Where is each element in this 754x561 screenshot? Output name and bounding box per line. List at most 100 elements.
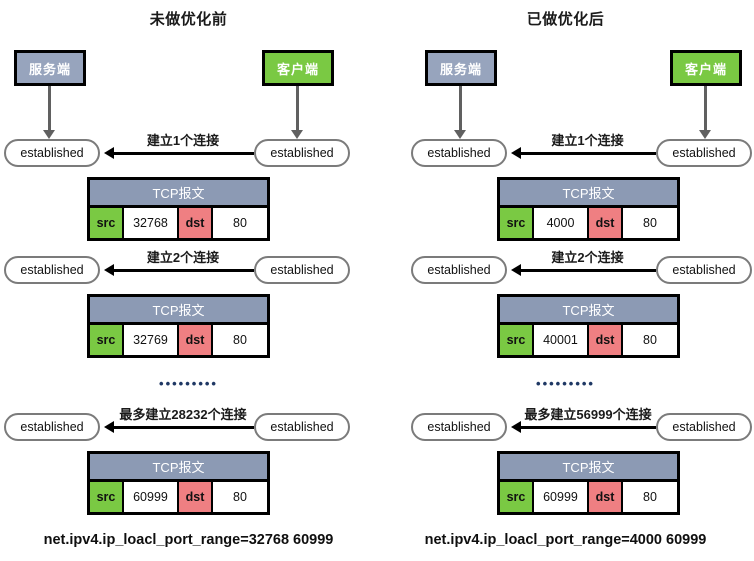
panel-title-before: 未做优化前 (149, 11, 228, 28)
connection-arrow-line-row3-before (112, 426, 254, 429)
src-port-cell: 4000 (534, 208, 589, 238)
dst-label-cell: dst (589, 208, 623, 238)
state-node-label: established (20, 420, 84, 434)
state-node-label: established (672, 263, 736, 277)
tcp-packet-header: TCP报文 (500, 454, 677, 482)
server-box-label: 服务端 (439, 61, 482, 77)
panel-before-optimization: 未做优化前 服务端 客户端 established established 建立… (4, 11, 350, 548)
state-node-label: established (427, 263, 491, 277)
state-node-label: established (20, 146, 84, 160)
tcp-packet-header: TCP报文 (90, 180, 267, 208)
client-down-arrow-head-before (291, 130, 303, 139)
tcp-packet-header: TCP报文 (500, 297, 677, 325)
tcp-packet-header: TCP报文 (90, 297, 267, 325)
dst-port-cell: 80 (623, 208, 677, 238)
client-down-arrow-line-before (296, 86, 299, 132)
connection-arrow-line-row1-after (519, 152, 656, 155)
tcp-packet-header: TCP报文 (500, 180, 677, 208)
dst-port-cell: 80 (623, 325, 677, 355)
panel-title-after: 已做优化后 (526, 11, 605, 28)
src-label-cell: src (90, 325, 124, 355)
connection-arrow-label-row2-after: 建立2个连接 (551, 250, 624, 265)
client-down-arrow-line-after (704, 86, 707, 132)
connection-arrow-head-row3-before (104, 421, 114, 433)
tcp-packet-fields: src 60999 dst 80 (90, 482, 267, 512)
connection-arrow-line-row2-after (519, 269, 656, 272)
server-down-arrow-line-after (459, 86, 462, 132)
dst-label-cell: dst (589, 482, 623, 512)
connection-arrow-head-row1-before (104, 147, 114, 159)
state-node-right-row1-before: established (254, 139, 350, 167)
sysctl-caption-after: net.ipv4.ip_loacl_port_range=4000 60999 (424, 532, 707, 548)
tcp-packet-row1-after: TCP报文 src 4000 dst 80 (497, 177, 680, 241)
server-down-arrow-head-after (454, 130, 466, 139)
state-node-left-row2-after: established (411, 256, 507, 284)
state-node-label: established (270, 420, 334, 434)
client-box-after: 客户端 (670, 50, 742, 86)
state-node-right-row2-after: established (656, 256, 752, 284)
state-node-label: established (270, 263, 334, 277)
src-label-cell: src (500, 482, 534, 512)
tcp-packet-row3-before: TCP报文 src 60999 dst 80 (87, 451, 270, 515)
state-node-left-row1-before: established (4, 139, 100, 167)
client-box-label: 客户端 (276, 61, 319, 77)
connection-arrow-label-row2-before: 建立2个连接 (146, 250, 220, 265)
state-node-right-row2-before: established (254, 256, 350, 284)
tcp-packet-fields: src 40001 dst 80 (500, 325, 677, 355)
state-node-label: established (20, 263, 84, 277)
dst-port-cell: 80 (213, 325, 267, 355)
server-down-arrow-line-before (48, 86, 51, 132)
tcp-packet-row1-before: TCP报文 src 32768 dst 80 (87, 177, 270, 241)
state-node-left-row3-after: established (411, 413, 507, 441)
connection-arrow-label-row3-after: 最多建立56999个连接 (524, 407, 652, 422)
tcp-packet-fields: src 4000 dst 80 (500, 208, 677, 238)
server-box-after: 服务端 (425, 50, 497, 86)
src-label-cell: src (90, 208, 124, 238)
connection-arrow-head-row2-before (104, 264, 114, 276)
state-node-right-row3-after: established (656, 413, 752, 441)
dst-port-cell: 80 (213, 482, 267, 512)
client-box-before: 客户端 (262, 50, 334, 86)
tcp-packet-header: TCP报文 (90, 454, 267, 482)
connection-arrow-label-row1-after: 建立1个连接 (551, 133, 624, 148)
src-port-cell: 60999 (534, 482, 589, 512)
state-node-left-row2-before: established (4, 256, 100, 284)
tcp-packet-fields: src 32768 dst 80 (90, 208, 267, 238)
connection-arrow-label-row3-before: 最多建立28232个连接 (119, 407, 247, 422)
src-port-cell: 40001 (534, 325, 589, 355)
dst-port-cell: 80 (623, 482, 677, 512)
tcp-packet-row2-before: TCP报文 src 32769 dst 80 (87, 294, 270, 358)
client-box-label: 客户端 (684, 61, 727, 77)
ellipsis-separator-after: ••••••••• (536, 376, 595, 391)
state-node-left-row3-before: established (4, 413, 100, 441)
tcp-packet-row3-after: TCP报文 src 60999 dst 80 (497, 451, 680, 515)
state-node-right-row1-after: established (656, 139, 752, 167)
tcp-packet-fields: src 32769 dst 80 (90, 325, 267, 355)
server-down-arrow-head-before (43, 130, 55, 139)
connection-arrow-head-row1-after (511, 147, 521, 159)
src-port-cell: 60999 (124, 482, 179, 512)
src-label-cell: src (500, 325, 534, 355)
connection-arrow-label-row1-before: 建立1个连接 (146, 133, 220, 148)
src-label-cell: src (500, 208, 534, 238)
server-box-before: 服务端 (14, 50, 86, 86)
connection-arrow-line-row2-before (112, 269, 254, 272)
panel-after-optimization: 已做优化后 服务端 客户端 established established 建立… (377, 0, 754, 561)
connection-arrow-head-row2-after (511, 264, 521, 276)
tcp-packet-row2-after: TCP报文 src 40001 dst 80 (497, 294, 680, 358)
state-node-label: established (270, 146, 334, 160)
state-node-label: established (427, 420, 491, 434)
src-port-cell: 32768 (124, 208, 179, 238)
state-node-label: established (672, 146, 736, 160)
src-port-cell: 32769 (124, 325, 179, 355)
server-box-label: 服务端 (28, 61, 71, 77)
dst-port-cell: 80 (213, 208, 267, 238)
state-node-label: established (427, 146, 491, 160)
connection-arrow-line-row3-after (519, 426, 656, 429)
client-down-arrow-head-after (699, 130, 711, 139)
ellipsis-separator-before: ••••••••• (159, 376, 218, 391)
dst-label-cell: dst (179, 325, 213, 355)
dst-label-cell: dst (589, 325, 623, 355)
state-node-label: established (672, 420, 736, 434)
sysctl-caption-before: net.ipv4.ip_loacl_port_range=32768 60999 (43, 532, 334, 548)
